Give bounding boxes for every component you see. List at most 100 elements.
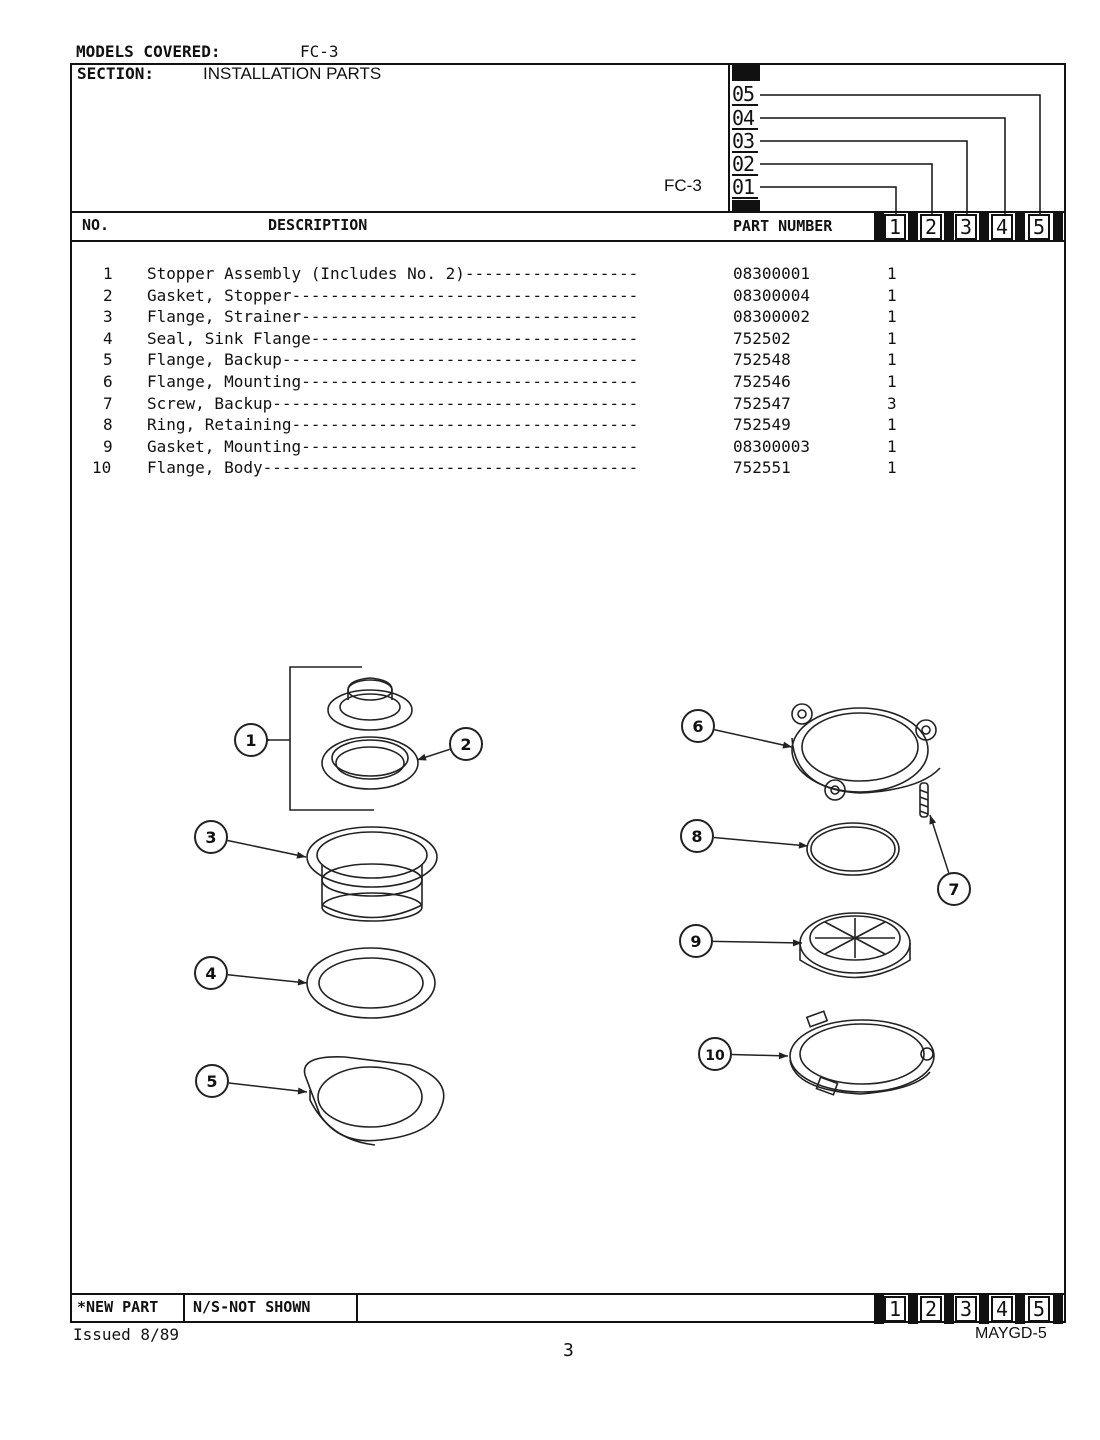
- column-separator: [979, 212, 989, 242]
- model-code-02: 02: [732, 154, 758, 176]
- models-covered-label: MODELS COVERED:: [76, 42, 221, 61]
- callout-2: 2: [416, 727, 483, 761]
- part-row-quantity: 1: [887, 286, 897, 305]
- part-row-description: Flange, Mounting------------------------…: [147, 372, 639, 391]
- callout-label: 3: [205, 828, 216, 847]
- assembly-bracket: [289, 666, 374, 811]
- body-flange-drawing: [789, 1010, 935, 1096]
- footer-model-2: 2: [920, 1296, 942, 1322]
- callout-3: 3: [194, 820, 307, 859]
- part-row-quantity: 1: [887, 415, 897, 434]
- model-code-01: 01: [732, 177, 758, 199]
- model-code-05: 05: [732, 84, 758, 106]
- column-header-model-5: 5: [1028, 214, 1050, 240]
- part-row-part-number: 08300001: [733, 264, 811, 283]
- issued-date: Issued 8/89: [73, 1325, 179, 1344]
- column-separator: [1015, 1294, 1025, 1324]
- callout-4: 4: [194, 956, 308, 990]
- page-number: 3: [563, 1340, 574, 1361]
- column-separator: [944, 212, 954, 242]
- section-label: SECTION:: [77, 64, 155, 83]
- part-row-part-number: 752547: [733, 394, 791, 413]
- part-row-quantity: 1: [887, 329, 897, 348]
- callout-8: 8: [680, 819, 809, 853]
- parts-page-frame: [70, 63, 1066, 1323]
- part-row-part-number: 752502: [733, 329, 791, 348]
- part-row-description: Seal, Sink Flange-----------------------…: [147, 329, 639, 348]
- column-separator: [944, 1294, 954, 1324]
- column-header-model-3: 3: [955, 214, 977, 240]
- column-separator: [979, 1294, 989, 1324]
- table-header-top-rule: [70, 211, 1066, 213]
- gasket-drawing: [321, 736, 419, 790]
- part-row-part-number: 752551: [733, 458, 791, 477]
- part-row-number: 4: [103, 329, 113, 348]
- retaining-ring-drawing: [806, 822, 900, 876]
- part-row-quantity: 1: [887, 307, 897, 326]
- backup-screw-drawing: [919, 782, 929, 818]
- model-code-03: 03: [732, 131, 758, 153]
- callout-label: 2: [460, 735, 471, 754]
- part-row-description: Gasket, Mounting------------------------…: [147, 437, 639, 456]
- document-code: MAYGD-5: [975, 1325, 1047, 1342]
- part-row-description: Ring, Retaining-------------------------…: [147, 415, 639, 434]
- part-row-quantity: 1: [887, 350, 897, 369]
- part-row-part-number: 08300002: [733, 307, 811, 326]
- strainer-flange-drawing: [306, 826, 438, 922]
- callout-label: 7: [948, 880, 959, 899]
- footer-divider: [356, 1293, 358, 1323]
- part-row-number: 8: [103, 415, 113, 434]
- part-row-number: 6: [103, 372, 113, 391]
- not-shown-legend: N/S-NOT SHOWN: [193, 1298, 311, 1316]
- callout-5: 5: [195, 1064, 308, 1098]
- part-row-part-number: 08300003: [733, 437, 811, 456]
- column-separator: [908, 212, 918, 242]
- part-row-quantity: 1: [887, 437, 897, 456]
- part-row-part-number: 08300004: [733, 286, 811, 305]
- column-header-no: NO.: [82, 216, 110, 234]
- part-row-description: Stopper Assembly (Includes No. 2)-------…: [147, 264, 639, 283]
- mounting-flange-drawing: [791, 703, 941, 801]
- callout-label: 5: [206, 1072, 217, 1091]
- column-separator: [874, 1294, 884, 1324]
- column-header-part-number: PART NUMBER: [733, 217, 833, 235]
- footer-divider: [183, 1293, 185, 1323]
- part-row-number: 10: [92, 458, 112, 477]
- callout-label: 10: [705, 1048, 725, 1064]
- callout-label: 8: [691, 827, 702, 846]
- column-separator: [908, 1294, 918, 1324]
- callout-6: 6: [681, 709, 793, 749]
- column-separator: [1015, 212, 1025, 242]
- column-header-model-4: 4: [991, 214, 1013, 240]
- callout-10: 10: [698, 1037, 789, 1071]
- part-row-part-number: 752548: [733, 350, 791, 369]
- column-header-description: DESCRIPTION: [268, 216, 368, 234]
- header-divider: [728, 63, 730, 213]
- model-code-bottom-bar: [732, 200, 760, 212]
- part-row-number: 3: [103, 307, 113, 326]
- footer-model-1: 1: [884, 1296, 906, 1322]
- part-row-description: Gasket, Stopper-------------------------…: [147, 286, 639, 305]
- column-separator: [1053, 212, 1063, 242]
- footer-model-4: 4: [991, 1296, 1013, 1322]
- part-row-quantity: 1: [887, 372, 897, 391]
- part-row-number: 5: [103, 350, 113, 369]
- callout-label: 1: [245, 731, 256, 750]
- new-part-legend: *NEW PART: [77, 1298, 159, 1316]
- stopper-drawing: [327, 677, 413, 731]
- column-header-model-1: 1: [884, 214, 906, 240]
- table-header-bottom-rule: [70, 240, 1066, 242]
- model-code-fc3: FC-3: [664, 176, 702, 195]
- footer-model-3: 3: [955, 1296, 977, 1322]
- sink-flange-seal-drawing: [306, 947, 436, 1019]
- model-code-leaders: [760, 94, 1041, 214]
- callout-7: 7: [929, 814, 971, 906]
- part-row-description: Flange, Strainer------------------------…: [147, 307, 639, 326]
- part-row-quantity: 3: [887, 394, 897, 413]
- part-row-description: Flange, Backup--------------------------…: [147, 350, 639, 369]
- part-row-quantity: 1: [887, 458, 897, 477]
- callout-label: 6: [692, 717, 703, 736]
- footer-top-rule: [70, 1293, 1066, 1295]
- callout-label: 4: [205, 964, 216, 983]
